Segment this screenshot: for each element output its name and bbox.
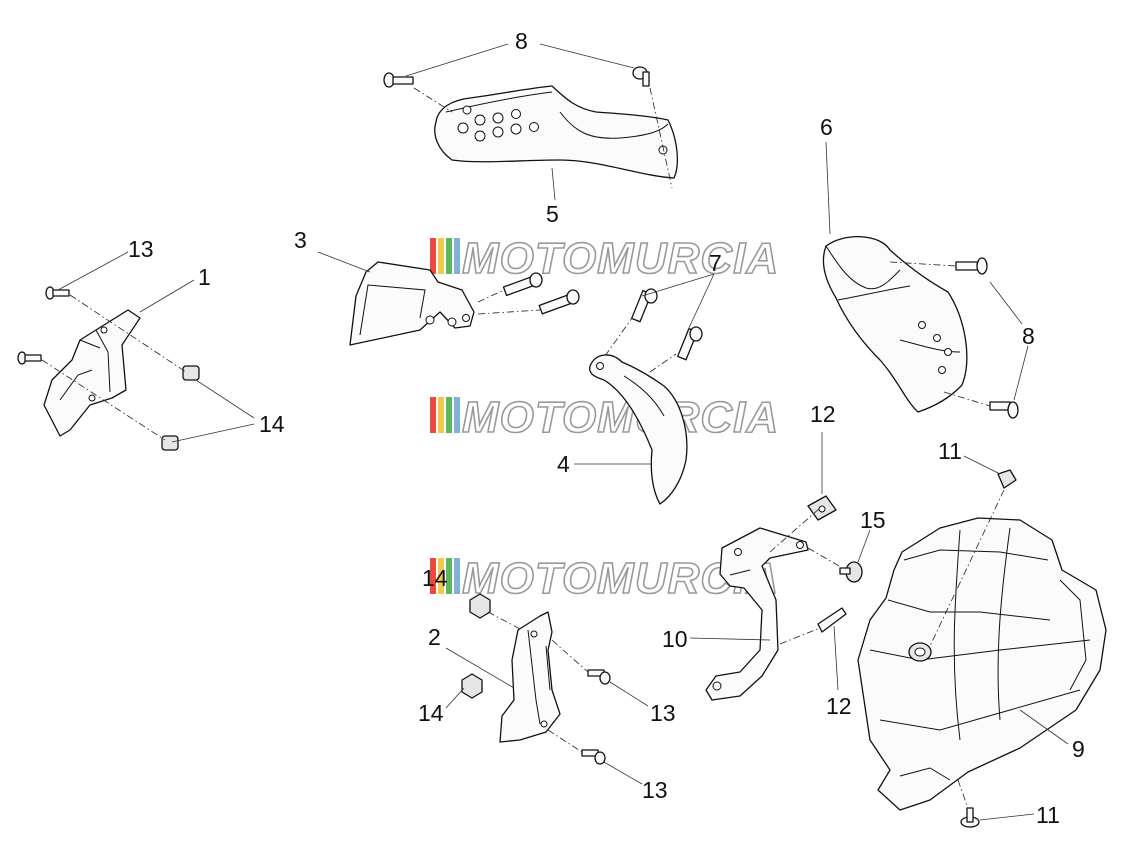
watermark-stripe-green: [446, 558, 452, 594]
bolt-7-d: [677, 326, 703, 361]
axis-line: [551, 639, 589, 673]
screw-13-lower-lower: [581, 749, 606, 765]
axis-line: [69, 294, 187, 373]
screw-8-right-upper: [955, 257, 988, 275]
axis-line: [957, 779, 969, 809]
callout-5: 5: [546, 201, 559, 227]
watermark-stripe-green: [446, 238, 452, 274]
callout-15: 15: [860, 507, 886, 533]
callout-3: 3: [294, 227, 307, 253]
callout-14: 14: [418, 700, 444, 726]
part-5-heat-shield-top: [434, 85, 679, 179]
screw-13-lower-upper: [587, 669, 611, 685]
axis-line: [807, 547, 847, 571]
part-2-bracket-lower: [499, 611, 561, 743]
axis-line: [41, 359, 166, 441]
nut-14-left-upper: [182, 365, 200, 381]
screw-13-left-upper: [45, 286, 70, 300]
callout-10: 10: [662, 626, 688, 652]
callout-13: 13: [642, 777, 668, 803]
watermark-text: MOTOMURCIA: [462, 393, 779, 442]
screw-8-top-left: [383, 72, 414, 88]
watermark-stripe-red: [430, 238, 436, 274]
watermark-stripe-blue: [454, 397, 460, 433]
clip-12-upper: [807, 495, 837, 521]
callout-14: 14: [259, 411, 285, 437]
callout-8: 8: [515, 28, 528, 54]
callout-7: 7: [709, 250, 722, 276]
watermark-middle: MOTOMURCIA: [430, 392, 779, 443]
watermark-stripe-green: [446, 397, 452, 433]
axis-line: [604, 317, 633, 357]
bolt-7-c: [631, 288, 658, 323]
nut-14-lower-lower: [461, 673, 483, 699]
watermark-stripe-yellow: [438, 397, 444, 433]
screw-11-upper: [997, 469, 1017, 489]
watermark-stripe-blue: [454, 238, 460, 274]
callout-14: 14: [422, 565, 448, 591]
axis-line: [477, 289, 505, 303]
part-9-large-cover: [857, 517, 1107, 811]
callout-12: 12: [810, 401, 836, 427]
bolt-7-a: [502, 272, 543, 297]
axis-line: [649, 353, 677, 373]
watermark-stripe-red: [430, 397, 436, 433]
axis-line: [943, 391, 991, 407]
watermark-stripe-yellow: [438, 558, 444, 594]
watermark-stripe-blue: [454, 558, 460, 594]
callout-4: 4: [557, 451, 570, 477]
callout-11: 11: [1036, 802, 1060, 828]
watermark-text: MOTOMURCIA: [462, 234, 779, 283]
part-3-bracket: [349, 261, 475, 346]
callout-13: 13: [650, 700, 676, 726]
callout-6: 6: [820, 114, 833, 140]
callout-8: 8: [1022, 323, 1035, 349]
watermark-stripe-red: [430, 558, 436, 594]
axis-line: [769, 507, 821, 553]
part-10-bracket: [705, 527, 809, 701]
callout-1: 1: [198, 264, 211, 290]
watermark-stripe-yellow: [438, 238, 444, 274]
nut-14-left-lower: [161, 435, 179, 451]
watermark-top: MOTOMURCIA: [430, 233, 779, 284]
part-4-shield: [589, 354, 688, 505]
axis-line: [889, 261, 957, 267]
callout-13: 13: [128, 236, 154, 262]
axis-line: [649, 87, 673, 189]
callout-12: 12: [826, 693, 852, 719]
bolt-7-b: [538, 289, 580, 315]
screw-11-lower: [960, 807, 980, 828]
screw-8-top-right: [632, 66, 650, 87]
screw-13-left-lower: [17, 351, 42, 365]
axis-line: [477, 309, 541, 315]
callout-9: 9: [1072, 736, 1085, 762]
part-6-side-shield: [822, 235, 968, 413]
callout-11: 11: [938, 438, 962, 464]
nut-14-lower-upper: [469, 593, 491, 619]
clip-12-lower: [817, 607, 847, 633]
pin-15: [839, 561, 863, 583]
axis-line: [547, 729, 583, 753]
callout-2: 2: [428, 624, 441, 650]
leader-lines: [57, 43, 1069, 821]
part-1-bracket-left: [43, 309, 141, 437]
screw-8-right-lower: [989, 401, 1019, 419]
axis-line: [779, 627, 821, 645]
axis-line: [487, 611, 523, 631]
